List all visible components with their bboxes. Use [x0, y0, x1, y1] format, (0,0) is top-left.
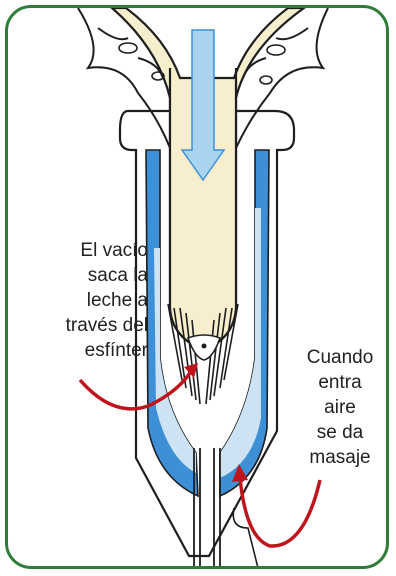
vacuum-caption-line: esfínter [14, 338, 148, 363]
vacuum-caption: El vacío saca la leche a través del esfí… [14, 238, 148, 363]
air-caption-line: masaje [290, 445, 389, 470]
air-caption-line: aire [290, 395, 389, 420]
vacuum-caption-line: El vacío [14, 238, 148, 263]
air-caption-line: entra [290, 370, 389, 395]
vacuum-caption-line: leche a [14, 288, 148, 313]
tissue-cell [260, 76, 272, 84]
teat-opening [202, 344, 207, 349]
air-caption-line: Cuando [290, 345, 389, 370]
air-caption-line: se da [290, 420, 389, 445]
air-tube [233, 508, 258, 568]
air-arrow [240, 478, 320, 546]
diagram-frame: El vacío saca la leche a través del esfí… [5, 5, 389, 569]
tissue-cell [119, 43, 137, 53]
vacuum-caption-line: saca la [14, 263, 148, 288]
vacuum-caption-line: través del [14, 313, 148, 338]
air-caption: Cuando entra aire se da masaje [290, 345, 389, 470]
tissue-cell [267, 45, 285, 55]
